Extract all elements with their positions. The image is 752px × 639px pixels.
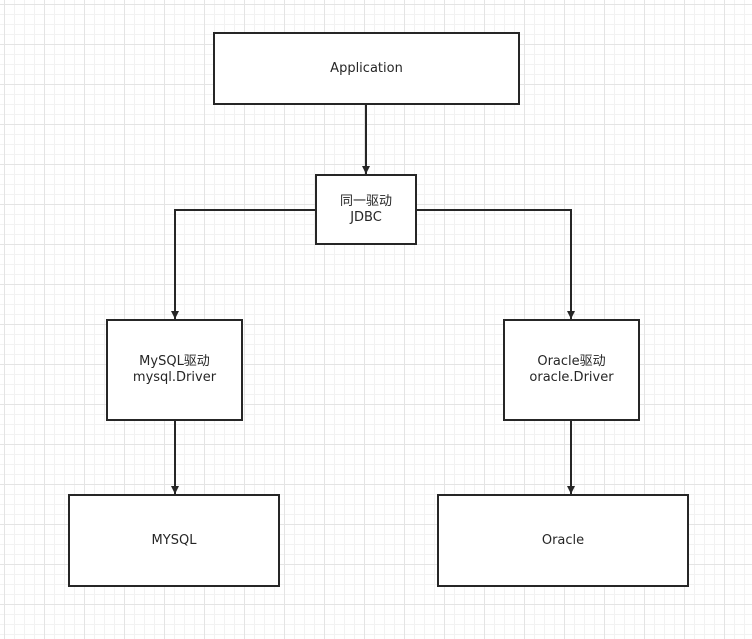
- jdbc-label-line1: 同一驱动: [339, 193, 392, 209]
- application-label: Application: [330, 60, 403, 76]
- jdbc-node: 同一驱动 JDBC: [315, 174, 417, 245]
- jdbc-label-line2: JDBC: [350, 209, 382, 225]
- edge-jdbc-to-oracle-driver: [416, 209, 575, 319]
- application-node: Application: [213, 32, 520, 105]
- mysql-driver-label-line2: mysql.Driver: [132, 370, 217, 385]
- mysql-driver-label-line1: MySQL驱动: [139, 354, 210, 369]
- oracle-db-label: Oracle: [541, 532, 585, 548]
- oracle-driver-label-line2: oracle.Driver: [529, 370, 614, 385]
- oracle-db-node: Oracle: [437, 494, 689, 587]
- edge-jdbc-to-mysql-driver: [171, 209, 316, 319]
- mysql-db-node: MYSQL: [68, 494, 280, 587]
- mysql-db-label: MYSQL: [151, 532, 197, 548]
- oracle-driver-node: Oracle驱动 oracle.Driver: [503, 319, 640, 421]
- oracle-driver-label-line1: Oracle驱动: [537, 354, 606, 369]
- mysql-driver-node: MySQL驱动 mysql.Driver: [106, 319, 243, 421]
